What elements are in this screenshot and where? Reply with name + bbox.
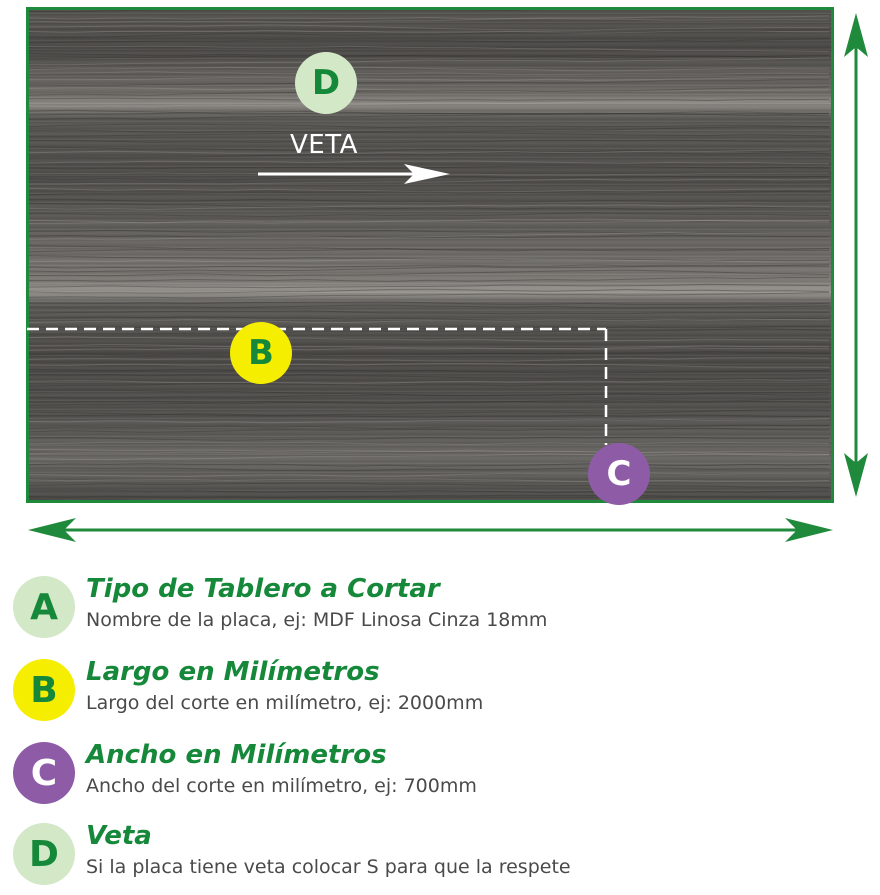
marker-d: D xyxy=(295,52,357,114)
legend-desc-d: Si la placa tiene veta colocar S para qu… xyxy=(86,856,571,878)
marker-b: B xyxy=(230,322,292,384)
grain-direction-arrow xyxy=(258,164,450,184)
legend-marker-d: D xyxy=(13,823,75,885)
legend-desc-b: Largo del corte en milímetro, ej: 2000mm xyxy=(86,692,484,714)
diagram-overlay xyxy=(27,13,868,542)
legend-title-a: Tipo de Tablero a Cortar xyxy=(86,574,440,604)
length-dimension-arrow xyxy=(28,518,833,542)
legend-marker-b: B xyxy=(13,659,75,721)
legend-marker-a: A xyxy=(13,576,75,638)
legend-desc-a: Nombre de la placa, ej: MDF Linosa Cinza… xyxy=(86,609,548,631)
wood-grain-lines xyxy=(29,10,830,500)
veta-label: VETA xyxy=(290,130,358,160)
legend-title-c: Ancho en Milímetros xyxy=(86,740,387,770)
legend-title-b: Largo en Milímetros xyxy=(86,657,380,687)
marker-c: C xyxy=(588,443,650,505)
height-dimension-arrow xyxy=(844,13,868,497)
board-panel xyxy=(26,7,834,503)
legend-title-d: Veta xyxy=(86,821,152,851)
legend-desc-c: Ancho del corte en milímetro, ej: 700mm xyxy=(86,775,477,797)
legend-marker-c: C xyxy=(13,742,75,804)
